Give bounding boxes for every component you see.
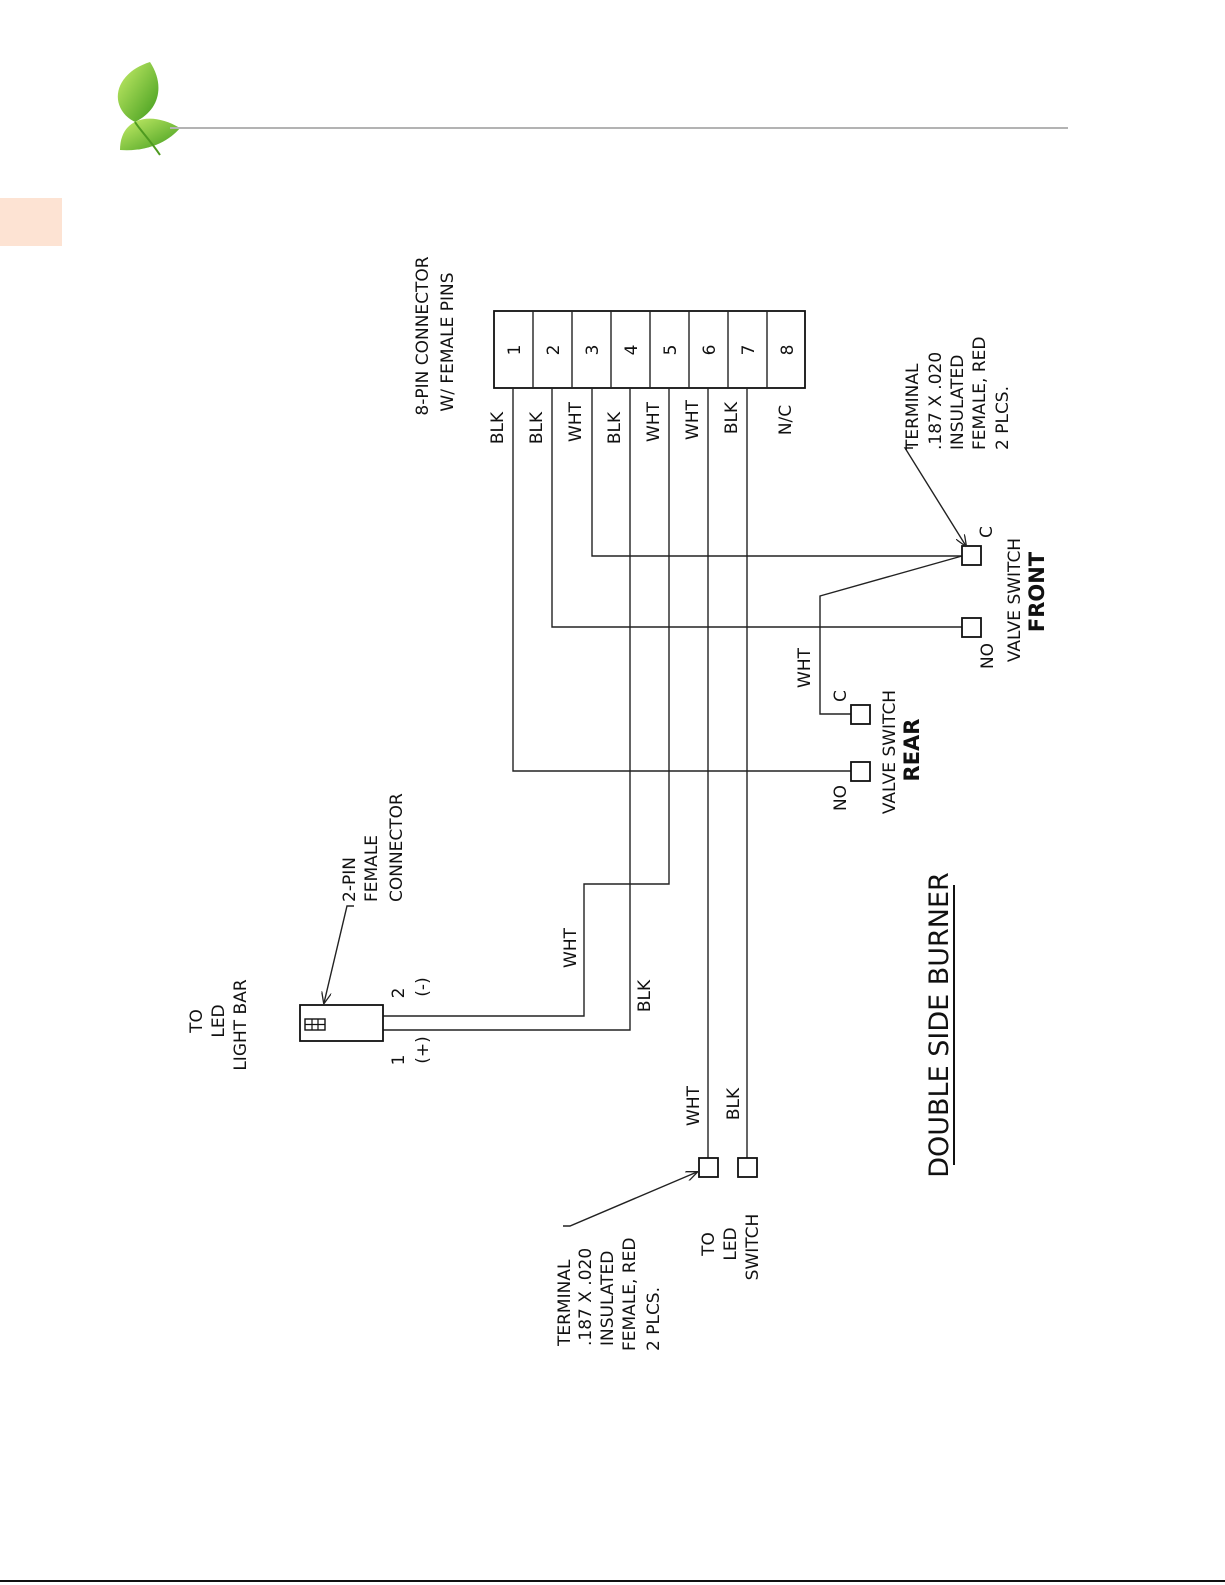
svg-text:TERMINAL: TERMINAL [903, 363, 923, 451]
svg-text:INSULATED: INSULATED [598, 1251, 618, 1346]
svg-text:LED: LED [209, 1004, 229, 1037]
pin2-polarity: (-) [413, 977, 433, 996]
wire-label: BLK [722, 401, 742, 434]
rear-wht-label: WHT [795, 647, 815, 688]
wire-label: WHT [644, 401, 664, 442]
svg-text:TO: TO [699, 1232, 719, 1257]
pin-number: 8 [778, 345, 798, 356]
wire-label: BLK [527, 411, 547, 444]
wire-pin5 [383, 388, 670, 1017]
two-pin-leader [324, 905, 354, 1003]
pin-number: 4 [622, 345, 642, 356]
rear-c-label: C [831, 690, 851, 702]
terminal-bottom-leader [563, 1172, 697, 1227]
pin1-label: 1 [389, 1055, 409, 1066]
wire-pin2 [551, 388, 962, 628]
pin2-label: 2 [389, 988, 409, 999]
svg-text:.187 X .020: .187 X .020 [926, 352, 946, 450]
wire-label: BLK [488, 411, 508, 444]
rear-c-terminal [850, 704, 871, 725]
terminal-label-top: TERMINAL .187 X .020 INSULATED FEMALE, R… [903, 337, 1013, 451]
wire-pin3 [591, 388, 962, 557]
side-tab [0, 198, 62, 246]
connector-wire-labels: BLK BLK WHT BLK WHT WHT BLK N/C [488, 399, 796, 444]
two-pin-connector [299, 1004, 384, 1042]
wire-label: N/C [776, 405, 796, 435]
pin-number: 7 [739, 345, 759, 356]
terminal-label-bottom: TERMINAL .187 X .020 INSULATED FEMALE, R… [555, 1238, 664, 1351]
svg-text:INSULATED: INSULATED [948, 355, 968, 450]
connector-pin-labels: 1 2 3 4 5 6 7 8 [505, 345, 798, 356]
led-switch-blk-label: BLK [724, 1087, 744, 1120]
leaf-logo-icon [117, 62, 180, 156]
rear-valve-label: VALVE SWITCH [880, 690, 900, 814]
svg-text:TO: TO [187, 1009, 207, 1034]
wire-jumper [819, 555, 963, 715]
svg-text:FEMALE, RED: FEMALE, RED [970, 337, 990, 450]
front-valve-label: VALVE SWITCH [1005, 538, 1025, 662]
rear-no-label: NO [831, 785, 851, 811]
svg-text:FEMALE: FEMALE [362, 835, 382, 902]
svg-text:CONNECTOR: CONNECTOR [387, 793, 407, 902]
svg-text:FEMALE, RED: FEMALE, RED [620, 1238, 640, 1351]
front-no-terminal [961, 617, 982, 638]
pin-number: 3 [583, 345, 603, 356]
wire-pin4 [383, 388, 631, 1031]
pin-number: 2 [544, 345, 564, 356]
front-c-terminal [961, 545, 982, 566]
svg-text:W/ FEMALE PINS: W/ FEMALE PINS [438, 272, 458, 411]
svg-text:.187 X .020: .187 X .020 [576, 1248, 596, 1346]
wire-pin1 [512, 388, 851, 772]
terminal-top-leader [903, 447, 966, 546]
front-c-label: C [977, 526, 997, 538]
pin-number: 6 [700, 345, 720, 356]
wire-label: WHT [566, 401, 586, 442]
two-pin-blk-label: BLK [635, 979, 655, 1012]
diagram-title: DOUBLE SIDE BURNER [924, 872, 955, 1178]
svg-text:LIGHT BAR: LIGHT BAR [231, 979, 251, 1071]
wire-label: WHT [683, 399, 703, 440]
svg-text:2 PLCS.: 2 PLCS. [644, 1287, 664, 1351]
svg-text:TERMINAL: TERMINAL [555, 1259, 575, 1347]
led-bar-label: TO LED LIGHT BAR [187, 979, 251, 1071]
two-pin-label: 2-PIN FEMALE CONNECTOR [340, 793, 407, 902]
rear-no-terminal [850, 761, 871, 782]
svg-text:2-PIN: 2-PIN [340, 857, 360, 902]
svg-text:2 PLCS.: 2 PLCS. [993, 386, 1013, 450]
led-switch-terminal-wht [698, 1157, 719, 1178]
led-switch-wht-label: WHT [684, 1085, 704, 1126]
connector-title: 8-PIN CONNECTOR W/ FEMALE PINS [413, 256, 458, 415]
svg-text:SWITCH: SWITCH [743, 1214, 763, 1281]
eight-pin-connector [493, 310, 806, 389]
svg-text:8-PIN CONNECTOR: 8-PIN CONNECTOR [413, 256, 433, 415]
svg-text:LED: LED [721, 1227, 741, 1260]
pin-number: 1 [505, 345, 525, 356]
pin-number: 5 [661, 345, 681, 356]
front-no-label: NO [978, 643, 998, 669]
led-switch-terminal-blk [737, 1157, 758, 1178]
rear-valve-position: REAR [900, 719, 924, 782]
wire-label: BLK [605, 411, 625, 444]
two-pin-wht-label: WHT [561, 927, 581, 968]
pin1-polarity: (+) [413, 1036, 433, 1064]
led-switch-label: TO LED SWITCH [699, 1214, 763, 1281]
wires [383, 388, 963, 1158]
front-valve-position: FRONT [1025, 551, 1049, 632]
